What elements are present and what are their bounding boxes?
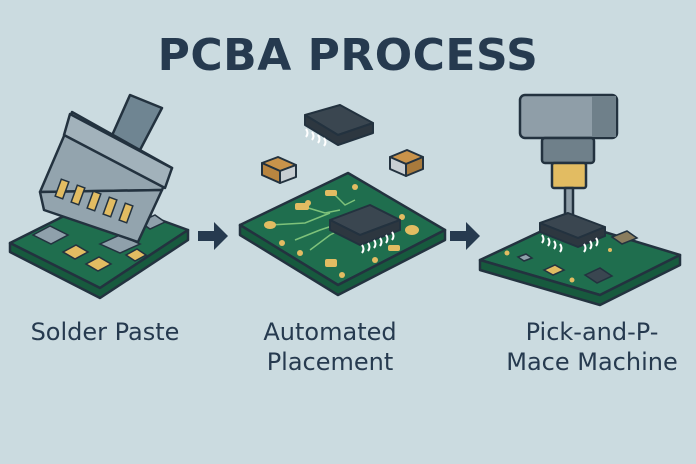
right-arrow-icon <box>450 222 480 250</box>
squeegee-tool <box>38 93 174 244</box>
step-label-line1: Automated <box>263 318 397 346</box>
step-label-automated-placement: Automated Placement <box>235 317 425 377</box>
nozzle-head <box>518 93 619 220</box>
step-label-pick-and-place: Pick-and-P- Mace Machine <box>492 317 692 377</box>
squeegee-blades <box>54 178 134 224</box>
step-label-line2: Mace Machine <box>506 348 678 376</box>
solder-paste-illustration <box>8 93 190 300</box>
board-components <box>516 230 639 284</box>
step-label-line2: Placement <box>266 348 394 376</box>
pcb-pads <box>264 184 419 278</box>
ic-chip-on-board <box>329 204 401 246</box>
step-label-line1: Pick-and-P- <box>525 318 659 346</box>
step-label-solder-paste: Solder Paste <box>10 317 200 347</box>
page-title: PCBA PROCESS <box>157 30 539 81</box>
automated-placement-illustration <box>238 104 447 297</box>
ic-chip-held <box>539 212 606 248</box>
capacitor-right <box>389 149 424 177</box>
right-arrow-icon <box>198 222 228 250</box>
pick-and-place-illustration <box>478 93 682 307</box>
capacitor-left <box>261 156 297 184</box>
step-label-line1: Solder Paste <box>30 318 180 346</box>
floating-ic-chip <box>304 104 374 146</box>
ic-pins <box>361 231 395 254</box>
